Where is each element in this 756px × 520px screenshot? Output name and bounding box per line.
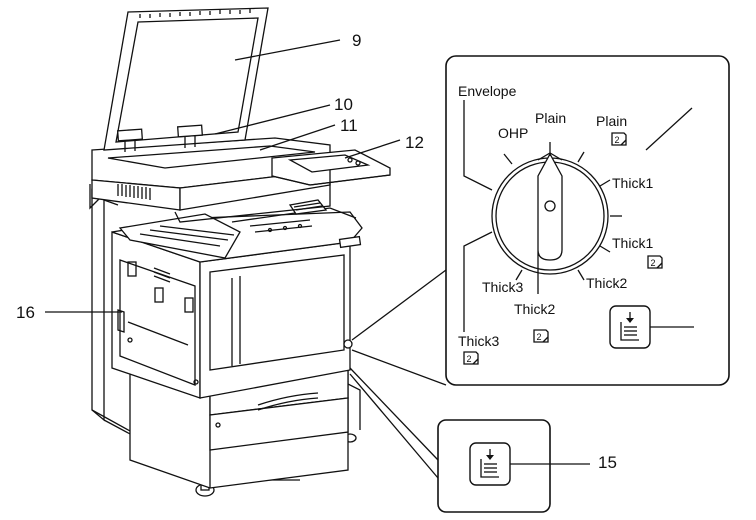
dial-label-thick3-duplex: Thick3 [458, 333, 499, 349]
callout-11: 11 [340, 116, 358, 135]
thick3-bracket [463, 231, 493, 332]
dial-label-thick3: Thick3 [482, 279, 523, 295]
dial-label-thick1: Thick1 [612, 175, 653, 191]
duplex-page-icon: 2 [611, 132, 627, 146]
paper-type-panel: Envelope OHP Plain Plain Thick1 Thick1 T… [445, 55, 730, 386]
svg-text:2: 2 [651, 258, 656, 268]
duplex-page-icon: 2 [533, 329, 549, 343]
tray-indicator-panel [437, 419, 590, 513]
paper-tray-icon[interactable] [469, 442, 511, 486]
duplex-page-icon: 2 [463, 351, 479, 365]
callout-16: 16 [16, 303, 35, 322]
dial-ticks [503, 142, 622, 281]
dial-label-thick1-duplex: Thick1 [612, 235, 653, 251]
copier-illustration [45, 7, 401, 497]
copier-leader-lines [45, 39, 401, 313]
zoom-lines [349, 269, 447, 479]
scanner-unit [89, 137, 391, 223]
paper-tray-icon[interactable] [609, 305, 651, 349]
callout-9: 9 [352, 31, 361, 50]
callout-15: 15 [598, 453, 617, 472]
envelope-bracket [463, 100, 493, 191]
svg-text:2: 2 [615, 135, 620, 145]
dial-label-envelope: Envelope [458, 83, 517, 99]
svg-text:2: 2 [467, 354, 472, 364]
dial-label-plain: Plain [535, 110, 566, 126]
paper-type-dial[interactable] [491, 152, 609, 294]
dial-label-plain-duplex: Plain [596, 113, 627, 129]
main-body [111, 231, 353, 399]
dial-label-thick2-duplex: Thick2 [514, 301, 555, 317]
original-cover [103, 7, 269, 152]
svg-text:2: 2 [537, 332, 542, 342]
duplex-page-icon: 2 [647, 255, 663, 269]
dial-label-ohp: OHP [498, 125, 528, 141]
output-tray [111, 199, 363, 263]
dial-label-thick2: Thick2 [586, 275, 627, 291]
callout-10: 10 [334, 95, 353, 114]
callout-12: 12 [405, 133, 424, 152]
leader-13 [645, 107, 693, 151]
